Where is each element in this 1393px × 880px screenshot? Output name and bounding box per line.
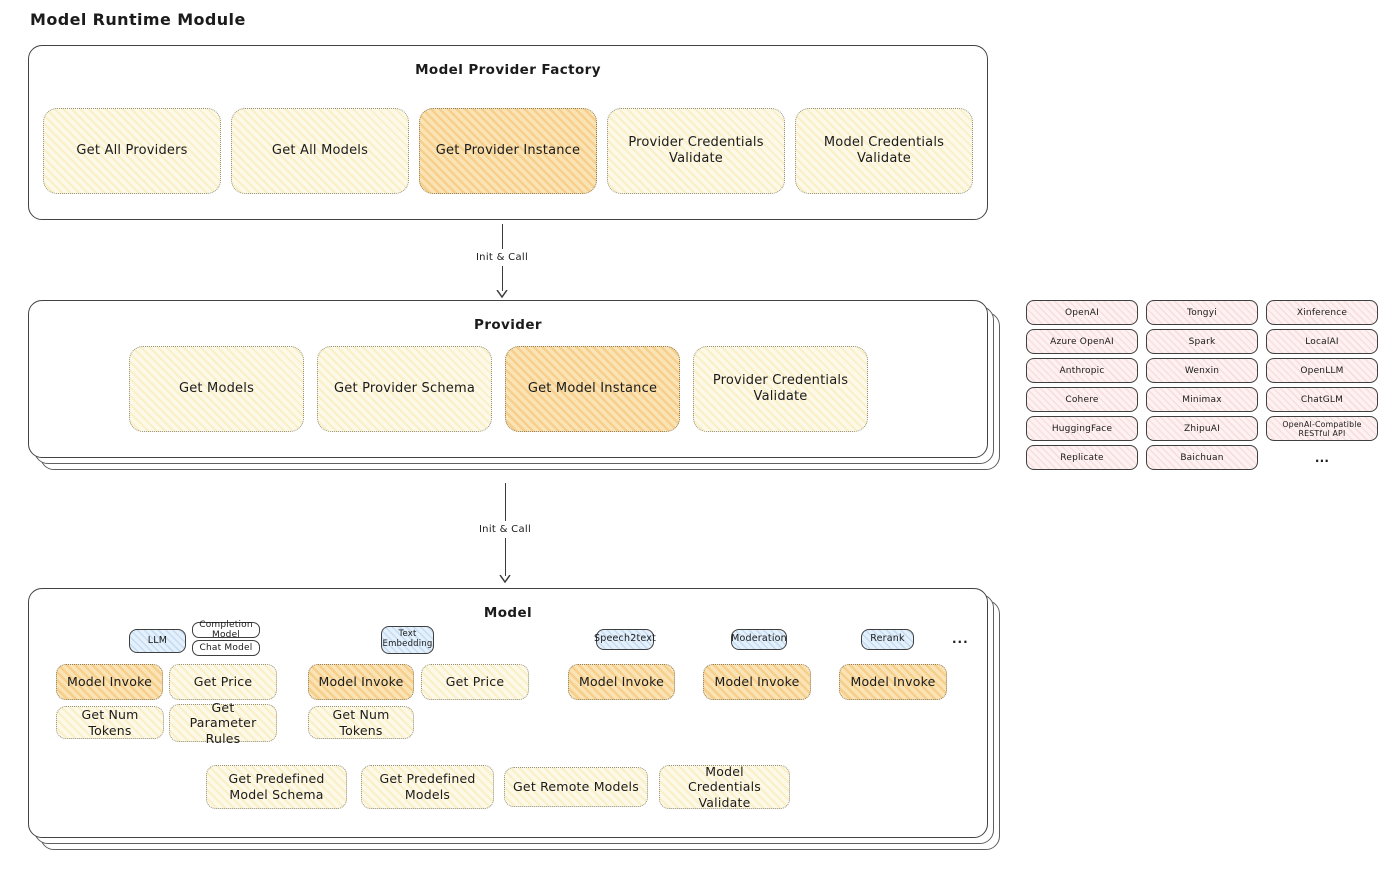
node-get-all-models: Get All Models [231,108,409,194]
provider-cell-zhipuai: ZhipuAI [1146,416,1258,441]
tag-llm: LLM [129,629,186,653]
tag-completion-model: Completion Model [192,620,260,640]
factory-panel-box: Model Provider Factory Get All Providers… [28,45,988,220]
node-provider-credentials-validate-2: Provider Credentials Validate [693,346,868,432]
tag-chat-model: Chat Model [192,640,260,656]
tag-moderation: Moderation [731,629,787,650]
node-embedding-model-invoke: Model Invoke [308,664,414,700]
node-llm-get-num-tokens: Get Num Tokens [56,706,164,739]
arrow-init-call-1: Init & Call [462,224,542,298]
provider-cell-azure-openai: Azure OpenAI [1026,329,1138,354]
provider-cell-spark: Spark [1146,329,1258,354]
tag-rerank: Rerank [861,629,914,650]
arrow-line [501,224,503,249]
provider-cell-xinference: Xinference [1266,300,1378,325]
node-speech2text-model-invoke: Model Invoke [568,664,675,700]
model-title: Model [483,605,533,621]
arrow-init-call-2: Init & Call [465,483,545,583]
provider-cell-anthropic: Anthropic [1026,358,1138,383]
node-embedding-get-num-tokens: Get Num Tokens [308,706,414,739]
arrow-label: Init & Call [478,524,532,535]
provider-cell-openai: OpenAI [1026,300,1138,325]
arrow-line [501,266,503,291]
factory-title: Model Provider Factory [415,62,601,78]
node-get-provider-instance: Get Provider Instance [419,108,597,194]
factory-body: Get All Providers Get All Models Get Pro… [43,108,973,194]
node-get-predefined-model-schema: Get Predefined Model Schema [206,765,347,809]
factory-panel: Model Provider Factory Get All Providers… [28,45,988,220]
provider-cell-baichuan: Baichuan [1146,445,1258,470]
arrow-line [504,483,506,521]
arrow-line [504,538,506,576]
provider-cell-replicate: Replicate [1026,445,1138,470]
provider-cell-minimax: Minimax [1146,387,1258,412]
provider-cell-openllm: OpenLLM [1266,358,1378,383]
node-llm-get-price: Get Price [169,664,277,700]
node-get-predefined-models: Get Predefined Models [361,765,494,809]
node-moderation-model-invoke: Model Invoke [703,664,811,700]
provider-title: Provider [474,317,542,333]
node-embedding-get-price: Get Price [421,664,529,700]
node-get-provider-schema: Get Provider Schema [317,346,492,432]
node-get-all-providers: Get All Providers [43,108,221,194]
provider-cell-chatglm: ChatGLM [1266,387,1378,412]
tag-text-embedding: Text Embedding [381,626,434,654]
tag-more: ... [952,632,969,646]
node-llm-get-parameter-rules: Get Parameter Rules [169,700,277,746]
node-get-remote-models: Get Remote Models [504,767,648,807]
arrow-head-icon [499,575,511,583]
provider-cell-wenxin: Wenxin [1146,358,1258,383]
arrow-label: Init & Call [475,252,529,263]
provider-cell-openai-compatible: OpenAI-Compatible RESTful API [1266,416,1378,441]
provider-list-grid: OpenAI Tongyi Xinference Azure OpenAI Sp… [1026,300,1378,470]
provider-cell-tongyi: Tongyi [1146,300,1258,325]
node-llm-model-invoke: Model Invoke [56,664,163,700]
arrow-head-icon [496,290,508,298]
page-title: Model Runtime Module [30,10,246,29]
provider-panel: Provider Get Models Get Provider Schema … [28,300,1000,470]
provider-cell-cohere: Cohere [1026,387,1138,412]
tag-speech2text: Speech2text [594,629,656,650]
node-rerank-model-invoke: Model Invoke [839,664,947,700]
node-model-credentials-validate-2: Model Credentials Validate [659,764,790,810]
node-model-credentials-validate: Model Credentials Validate [795,108,973,194]
model-panel-box: Model LLM Completion Model Chat Model Te… [28,588,988,838]
provider-cell-huggingface: HuggingFace [1026,416,1138,441]
node-get-models: Get Models [129,346,304,432]
provider-cell-more: ... [1314,450,1330,465]
node-get-model-instance: Get Model Instance [505,346,680,432]
provider-body: Get Models Get Provider Schema Get Model… [129,346,868,432]
provider-panel-box: Provider Get Models Get Provider Schema … [28,300,988,458]
node-provider-credentials-validate: Provider Credentials Validate [607,108,785,194]
model-panel: Model LLM Completion Model Chat Model Te… [28,588,1000,850]
provider-cell-localai: LocalAI [1266,329,1378,354]
